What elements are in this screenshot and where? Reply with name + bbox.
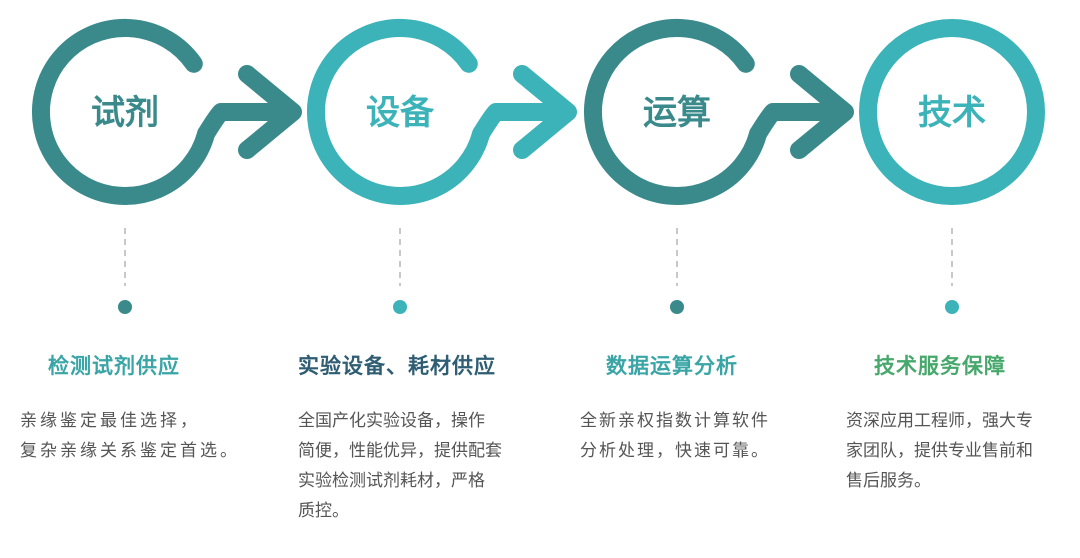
stage-description: 资深应用工程师，强大专 家团队，提供专业售前和 售后服务。 — [846, 406, 1062, 496]
stage-node: 技术 — [859, 19, 1045, 314]
process-flow-diagram: 试剂 设备 运算 技术 — [31, 18, 1045, 314]
description-line: 简便，性能优异，提供配套 — [298, 441, 502, 461]
stage-title: 数据运算分析 — [606, 354, 738, 378]
stage-title: 实验设备、耗材供应 — [298, 354, 496, 378]
stage-circle-label: 技术 — [918, 93, 986, 133]
stage-dot — [945, 300, 959, 314]
stage-node: 运算 — [583, 18, 854, 314]
description-line: 全国产化实验设备，操作 — [298, 411, 485, 431]
description-line: 家团队，提供专业售前和 — [846, 441, 1033, 461]
arrow-right-icon — [790, 65, 854, 159]
arrow-right-icon — [513, 65, 577, 159]
description-line: 售后服务。 — [846, 471, 931, 491]
stage-description: 全新亲权指数计算软件 分析处理，快速可靠。 — [580, 406, 798, 466]
stage-column-reagent: 检测试剂供应 亲缘鉴定最佳选择， 复杂亲缘关系鉴定首选。 — [20, 350, 244, 466]
stage-circle-label: 设备 — [366, 93, 435, 133]
stage-circle-label: 运算 — [643, 93, 711, 133]
description-line: 资深应用工程师，强大专 — [846, 411, 1033, 431]
stage-ring — [31, 18, 216, 205]
stage-node: 设备 — [306, 18, 577, 314]
description-line: 分析处理，快速可靠。 — [580, 441, 770, 461]
arrow-shaft — [749, 103, 848, 143]
stage-description: 全国产化实验设备，操作 简便，性能优异，提供配套 实验检测试剂耗材，严格 质控。 — [298, 406, 530, 526]
description-line: 亲缘鉴定最佳选择， — [20, 411, 200, 431]
description-line: 实验检测试剂耗材，严格 — [298, 471, 485, 491]
stage-dot — [118, 300, 132, 314]
arrow-shaft — [197, 103, 296, 143]
stage-title: 检测试剂供应 — [48, 354, 180, 378]
description-line: 全新亲权指数计算软件 — [580, 411, 770, 431]
description-line: 质控。 — [298, 501, 349, 521]
description-line: 复杂亲缘关系鉴定首选。 — [20, 441, 240, 461]
stage-ring — [306, 18, 491, 205]
stage-circle-label: 试剂 — [91, 93, 159, 133]
stage-node: 试剂 — [31, 18, 302, 314]
stage-description: 亲缘鉴定最佳选择， 复杂亲缘关系鉴定首选。 — [20, 406, 244, 466]
stage-title: 技术服务保障 — [874, 354, 1006, 378]
stage-ring — [859, 19, 1045, 205]
stage-ring — [583, 18, 768, 205]
stage-column-technical: 技术服务保障 资深应用工程师，强大专 家团队，提供专业售前和 售后服务。 — [846, 350, 1062, 496]
stage-column-computation: 数据运算分析 全新亲权指数计算软件 分析处理，快速可靠。 — [580, 350, 798, 466]
arrow-shaft — [472, 103, 571, 143]
stage-column-equipment: 实验设备、耗材供应 全国产化实验设备，操作 简便，性能优异，提供配套 实验检测试… — [298, 350, 530, 526]
stage-dot — [670, 300, 684, 314]
stage-dot — [393, 300, 407, 314]
arrow-right-icon — [238, 65, 302, 159]
